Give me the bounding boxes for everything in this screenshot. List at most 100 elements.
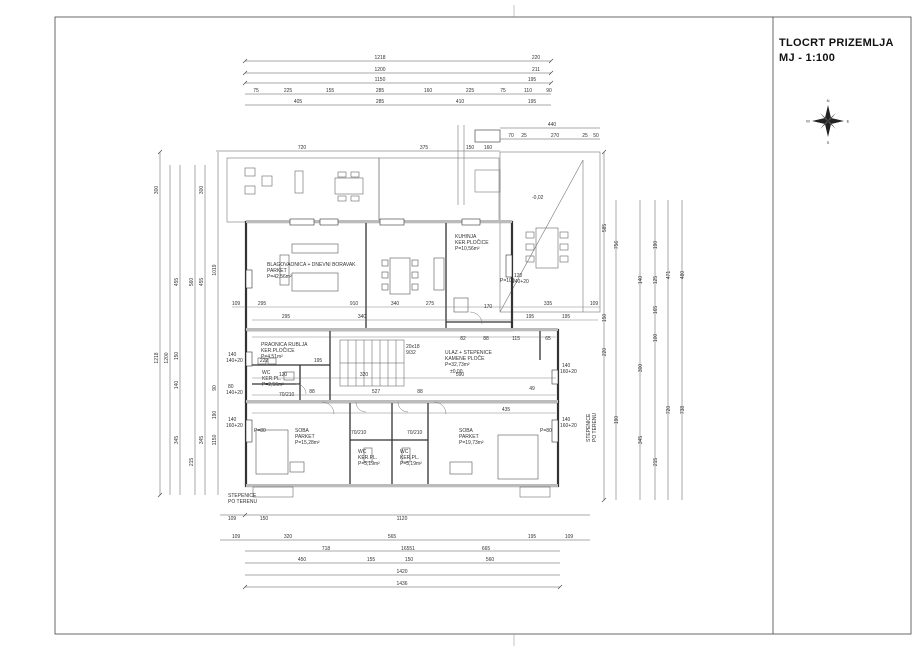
dim-rm-1: 125 — [653, 276, 659, 285]
door-1: 70/210 — [351, 430, 367, 436]
dim-b6: 1436 — [396, 581, 407, 587]
right-dimensions — [603, 152, 683, 500]
dim-up-0: 720 — [298, 145, 307, 151]
dim-t4-5: 225 — [466, 88, 475, 94]
dim-li-0: 1200 — [164, 352, 170, 363]
room2-area: P=19,73m² — [459, 440, 484, 446]
dim-ia-1: 295 — [258, 301, 267, 307]
laundry-area: P=4,51m² — [261, 354, 283, 360]
dim-r-2: 471 — [666, 271, 672, 280]
dim-ri-1: 220 — [602, 348, 608, 357]
dim-t3-b: 195 — [528, 77, 537, 83]
dim-id-3: 88 — [483, 336, 489, 342]
dim-t3-a: 1150 — [375, 77, 386, 83]
dim-lm-1: 455 — [199, 278, 205, 287]
stairs-right-2: PO TERENU — [592, 413, 598, 442]
wc3-area: P=5,19m² — [400, 461, 422, 467]
top-dim-text: 1218 220 1200 211 1150 195 75 225 155 28… — [253, 55, 599, 151]
dim-ib-3: 195 — [526, 314, 535, 320]
laundry-name: PRAONICA RUBLJA — [261, 342, 308, 348]
level-zero: ±0,00 — [450, 369, 463, 375]
dim-r-0: 756 — [614, 241, 620, 250]
dim-r-4: 738 — [680, 406, 686, 415]
inner-dimensions — [232, 306, 600, 414]
right-dim-text: 756 585 471 480 738 720 190 125 165 100 … — [602, 224, 686, 467]
interior-walls — [252, 222, 541, 486]
dim-b1-0: 109 — [228, 516, 237, 522]
dim-ri-2: 190 — [614, 416, 620, 425]
dim-b1-1: 150 — [260, 516, 269, 522]
dim-b2-0: 109 — [232, 534, 241, 540]
dim-terr-5: 50 — [593, 133, 599, 139]
dim-ib-1: 340 — [358, 314, 367, 320]
dim-ic-1: 88 — [309, 389, 315, 395]
main-stairs — [339, 339, 405, 387]
dim-ib-4: 195 — [562, 314, 571, 320]
dim-r-1: 585 — [602, 224, 608, 233]
dim-t5-3: 195 — [528, 99, 537, 105]
win-l6: 160+20 — [226, 423, 243, 429]
dim-ib-2: 170 — [484, 304, 493, 310]
dim-r-3: 480 — [680, 271, 686, 280]
win-r3: 140 — [562, 363, 571, 369]
dim-b3-2: 665 — [482, 546, 491, 552]
dim-lm-0: 300 — [199, 186, 205, 195]
left-dim-text: 1218 300 1019 560 455 300 455 150 140 34… — [154, 186, 218, 467]
compass-n: N — [827, 98, 830, 103]
dim-r-5: 720 — [666, 406, 672, 415]
dim-t5-2: 410 — [456, 99, 465, 105]
dim-terr-4: 25 — [582, 133, 588, 139]
dim-t4-8: 90 — [546, 88, 552, 94]
dim-b4-0: 450 — [298, 557, 307, 563]
p80b: P=80 — [540, 428, 552, 434]
win-r2: 140+20 — [512, 279, 529, 285]
dim-rm-5: 345 — [638, 436, 644, 445]
dim-t4-4: 160 — [424, 88, 433, 94]
dim-b2-4: 109 — [565, 534, 574, 540]
stairs-right-1: STEPENICE — [586, 413, 592, 442]
dim-up-2: 150 — [466, 145, 475, 151]
stairs-left-2: PO TERENU — [228, 499, 257, 505]
door-swings — [295, 311, 483, 415]
dim-ie-3: 49 — [529, 386, 535, 392]
compass-s: S — [827, 140, 830, 145]
dim-rm-2: 165 — [653, 306, 659, 315]
dim-rm-4: 300 — [638, 364, 644, 373]
room-labels: BLAGOVAONICA + DNEVNI BORAVAK PARKET P=4… — [261, 234, 492, 467]
misc-labels: ±0,00 20x18 9/32 STEPENICE PO TERENU 140… — [226, 273, 577, 505]
kitchen-area: P=10,56m² — [455, 246, 480, 252]
tick-markers — [157, 58, 607, 590]
dim-up-3: 160 — [484, 145, 493, 151]
outdoor-furniture — [244, 167, 569, 269]
dim-ri-0: 150 — [602, 314, 608, 323]
dim-t2-b: 211 — [532, 67, 540, 73]
dim-t5-1: 285 — [376, 99, 385, 105]
stair-spec-2: 9/32 — [406, 350, 416, 356]
dim-b4-2: 150 — [405, 557, 414, 563]
dim-t4-2: 155 — [326, 88, 335, 94]
sheet-scale: MJ - 1:100 — [779, 52, 836, 64]
dim-terr-0: 440 — [548, 122, 557, 128]
dim-ib-0: 295 — [282, 314, 291, 320]
p80a: P=80 — [254, 428, 266, 434]
living-area: P=42,56m² — [267, 274, 292, 280]
wc1-area: P=2,56m² — [262, 382, 284, 388]
kitchen-name: KUHINJA — [455, 234, 477, 240]
dim-t4-6: 75 — [500, 88, 506, 94]
dim-t4-3: 285 — [376, 88, 385, 94]
dim-b3-0: 718 — [322, 546, 331, 552]
dim-rm-0: 190 — [653, 241, 659, 250]
north-arrow: N S E W — [806, 98, 850, 145]
dim-b5: 1420 — [396, 569, 407, 575]
dim-l-3: 560 — [189, 278, 195, 287]
win-l4: 140+20 — [226, 390, 243, 396]
dim-t1-b: 220 — [532, 55, 541, 61]
dim-ic-3: 435 — [502, 407, 511, 413]
dim-li-3: 190 — [212, 411, 218, 420]
dim-id-1: 590 — [456, 372, 465, 378]
left-dimensions — [159, 152, 219, 495]
wc3-floor: KER.PL. — [400, 455, 419, 461]
wc2-area: P=5,19m² — [358, 461, 380, 467]
entrance-name: ULAZ + STEPENICE — [445, 350, 492, 356]
